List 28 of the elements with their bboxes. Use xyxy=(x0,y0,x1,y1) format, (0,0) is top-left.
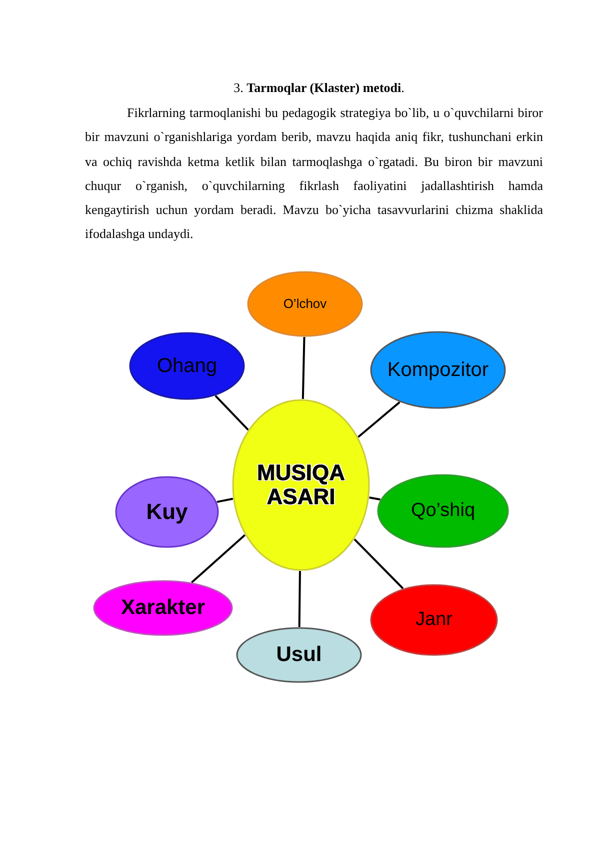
ellipse-node xyxy=(115,476,219,548)
node-label: Kompozitor xyxy=(387,359,489,381)
connector-line xyxy=(369,496,380,500)
node-label: O’lchov xyxy=(283,296,327,312)
ellipse-node xyxy=(370,331,506,409)
connector-line xyxy=(302,336,306,400)
ellipse-node xyxy=(236,627,362,683)
node-label: Ohang xyxy=(156,355,218,377)
node-label: MUSIQA ASARI xyxy=(256,460,346,510)
connector-line xyxy=(298,570,301,628)
node-label: Qo’shiq xyxy=(410,500,476,522)
node-label: Usul xyxy=(276,643,322,667)
node-label: Xarakter xyxy=(120,596,206,620)
connector-line xyxy=(214,394,249,430)
ellipse-node xyxy=(129,332,245,400)
ellipse-node xyxy=(377,474,509,548)
ellipse-node xyxy=(370,584,498,656)
ellipse-node xyxy=(232,399,370,571)
heading: 3. Tarmoqlar (Klaster) metodi. xyxy=(232,80,406,96)
node-label: Kuy xyxy=(146,500,188,524)
paragraph: Fikrlarning tarmoqlanishi bu pedagogik strategiya bo`lib, u o`quvchilarni biror bir mavzuni o`rganishlariga yordam berib, mavzu haqida aniq fikr, tushunchani erkin va ochiq ravishda ketma ketlik bilan tarmoqlashga o`rgatadi. Bu biron bir mavzuni chuqur o`rganish, o`quvchilarning fikrlash faoliyatini jadallashtirish hamda kengaytirish uchun yordam beradi. Mavzu bo`yicha tasavvurlarini chizma shaklida ifodalashga undaydi. xyxy=(85,104,543,244)
connector-line xyxy=(354,538,404,590)
ellipse-node xyxy=(247,271,363,337)
connector-line xyxy=(358,401,400,438)
connector-line xyxy=(191,534,246,584)
node-label: Janr xyxy=(416,610,452,630)
ellipse-node xyxy=(93,580,233,636)
connector-line xyxy=(216,498,234,503)
